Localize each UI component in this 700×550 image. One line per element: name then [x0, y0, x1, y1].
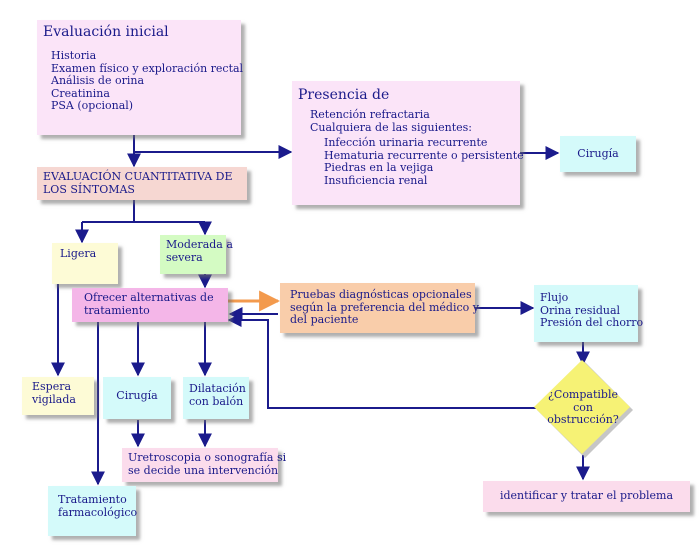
flujo-line3: Presión del chorro [540, 316, 644, 329]
compatible-line3: obstrucción? [547, 413, 619, 426]
moderada-line1: Moderada a [166, 238, 233, 251]
moderada-box: Moderada a severa [160, 235, 233, 274]
compatible-line1: ¿Compatible [548, 388, 618, 401]
arrow-feedback-to-ofrecer [227, 313, 537, 409]
ofrecer-line2: tratamiento [84, 303, 150, 317]
evaluacion-inicial-box: Evaluación inicial Historia Examen físic… [37, 20, 244, 135]
moderada-line2: severa [166, 250, 203, 264]
pruebas-line3: del paciente [290, 313, 359, 326]
cuantitativa-line1: EVALUACIÓN CUANTITATIVA DE [43, 170, 233, 183]
pruebas-line1: Pruebas diagnósticas opcionales [290, 288, 472, 301]
evaluacion-cuantitativa-box: EVALUACIÓN CUANTITATIVA DE LOS SÍNTOMAS [37, 167, 247, 200]
item-historia: Historia [51, 49, 97, 62]
pruebas-line2: según la preferencia del médico y [290, 300, 479, 314]
tratamiento-box: Tratamiento farmacológico [48, 486, 138, 536]
ligera-label: Ligera [60, 247, 97, 260]
uretroscopia-box: Uretroscopia o sonografía si se decide u… [122, 448, 287, 482]
cirugia-mid-box: Cirugía [103, 377, 171, 419]
compatible-line2: con [573, 400, 593, 414]
compatible-label: ¿Compatible con obstrucción? [533, 388, 633, 427]
evaluacion-inicial-title: Evaluación inicial [43, 24, 169, 40]
uretroscopia-line1: Uretroscopia o sonografía si [128, 451, 287, 464]
cirugia-mid-label: Cirugía [116, 389, 158, 402]
ofrecer-box: Ofrecer alternativas de tratamiento [72, 288, 228, 322]
identificar-label: identificar y tratar el problema [499, 489, 674, 502]
identificar-box: identificar y tratar el problema [483, 481, 690, 512]
presencia-sub-hematuria: Hematuria recurrente o persistente [324, 148, 524, 162]
espera-box: Espera vigilada [22, 377, 94, 415]
item-examen: Examen físico y exploración rectal [51, 61, 244, 75]
ofrecer-line1: Ofrecer alternativas de [84, 291, 214, 304]
cirugia-top-label: Cirugía [577, 147, 619, 160]
dilatacion-box: Dilatación con balón [183, 377, 249, 419]
espera-line1: Espera [32, 380, 72, 393]
ligera-box: Ligera [52, 243, 118, 284]
presencia-title: Presencia de [298, 87, 390, 103]
flujo-box: Flujo Orina residual Presión del chorro [534, 285, 644, 342]
cirugia-top-box: Cirugía [560, 136, 636, 172]
flujo-line1: Flujo [540, 291, 569, 304]
presencia-sub-piedras: Piedras en la vejiga [324, 161, 434, 174]
tratamiento-line2: farmacológico [58, 505, 138, 519]
item-analisis: Análisis de orina [51, 74, 145, 87]
compatible-diamond [534, 360, 633, 458]
espera-line2: vigilada [32, 392, 76, 406]
item-creatinina: Creatinina [51, 86, 110, 100]
presencia-line1: Retención refractaria [310, 108, 430, 121]
presencia-sub-insuficiencia: Insuficiencia renal [324, 173, 428, 187]
tratamiento-line1: Tratamiento [58, 493, 127, 506]
pruebas-box: Pruebas diagnósticas opcionales según la… [280, 283, 479, 333]
presencia-sub-infeccion: Infección urinaria recurrente [324, 136, 488, 149]
cuantitativa-line2: LOS SÍNTOMAS [43, 182, 135, 196]
dilatacion-line1: Dilatación [189, 382, 246, 395]
presencia-line2: Cualquiera de las siguientes: [310, 120, 472, 134]
presencia-box: Presencia de Retención refractaria Cualq… [292, 81, 524, 205]
uretroscopia-line2: se decide una intervención [128, 463, 279, 477]
dilatacion-line2: con balón [189, 394, 244, 408]
item-psa: PSA (opcional) [51, 99, 134, 112]
flujo-line2: Orina residual [540, 303, 621, 317]
